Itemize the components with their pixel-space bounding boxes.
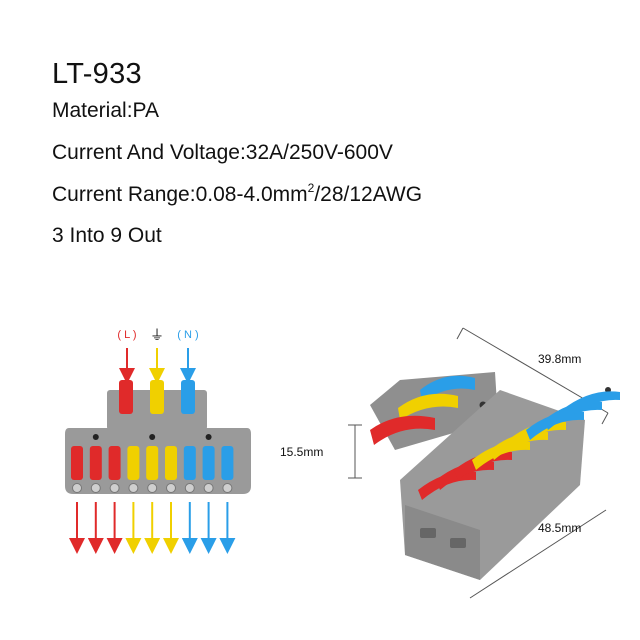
wire-entry-hole: [72, 483, 82, 493]
dimension-line-bottom: [469, 509, 607, 599]
input-lever-ground: [150, 380, 164, 414]
front-view-diagram: ( L ) ⏚ ( N ): [65, 327, 251, 554]
output-lever: [221, 446, 234, 480]
wire-entry-hole: [166, 483, 176, 493]
spec-current-voltage: Current And Voltage:32A/250V-600V: [52, 141, 393, 164]
wire-entry-hole: [128, 483, 139, 493]
spec-material: Material:PA: [52, 99, 159, 122]
wire-entry-hole: [203, 483, 214, 493]
output-lever: [183, 446, 196, 480]
housing-hole: [205, 434, 212, 440]
output-lever: [127, 446, 140, 480]
ground-icon: ⏚: [150, 327, 164, 343]
output-lever: [89, 446, 102, 480]
output-lever: [165, 446, 177, 480]
wire-entry-hole: [222, 483, 233, 493]
wire-entry-hole: [184, 483, 195, 493]
spec-in-out: 3 Into 9 Out: [52, 224, 162, 247]
range-prefix: Current Range:0.08-4.0mm: [52, 183, 308, 206]
dimension-tick: [456, 327, 464, 340]
wire-entry-hole: [109, 483, 120, 493]
side-output-lever: [472, 441, 530, 470]
input-label-l: ( L ): [117, 329, 136, 341]
product-title: LT-933: [52, 58, 142, 90]
side-output-lever: [544, 401, 602, 430]
side-input-lever-yellow: [398, 393, 458, 420]
wire-entry-hole: [147, 483, 158, 493]
side-mount-slot: [420, 528, 436, 538]
dimension-bottom: 48.5mm: [538, 521, 581, 535]
output-lever: [202, 446, 215, 480]
output-lever: [71, 446, 83, 480]
output-lever: [108, 446, 121, 480]
side-input-lever-blue: [420, 375, 475, 402]
dimension-tick: [601, 412, 609, 425]
dimension-top: 39.8mm: [538, 352, 581, 366]
wire-entry-hole: [90, 483, 101, 493]
side-output-lever: [436, 461, 494, 490]
range-suffix: /28/12AWG: [314, 183, 423, 206]
side-mount-slot: [450, 538, 466, 548]
side-output-lever: [490, 431, 548, 460]
housing-hole: [92, 434, 99, 440]
housing-hole: [149, 434, 156, 440]
side-input-lever-red: [370, 415, 435, 445]
output-lever: [146, 446, 159, 480]
dimension-height: 15.5mm: [280, 445, 323, 459]
side-output-lever: [454, 451, 512, 480]
range-superscript: 2: [307, 181, 315, 195]
input-lever-n: [181, 380, 195, 414]
side-view-diagram: 39.8mm 15.5mm 48.5mm: [280, 327, 620, 599]
side-output-lever: [526, 411, 584, 440]
side-output-front-face: [405, 505, 480, 580]
side-output-lever: [418, 471, 476, 500]
input-lever-l: [119, 380, 133, 414]
side-output-lever: [508, 421, 566, 450]
side-output-lever: [562, 391, 620, 420]
input-label-n: ( N ): [177, 329, 198, 341]
spec-current-range: Current Range:0.08-4.0mm2/28/12AWG: [52, 181, 423, 207]
